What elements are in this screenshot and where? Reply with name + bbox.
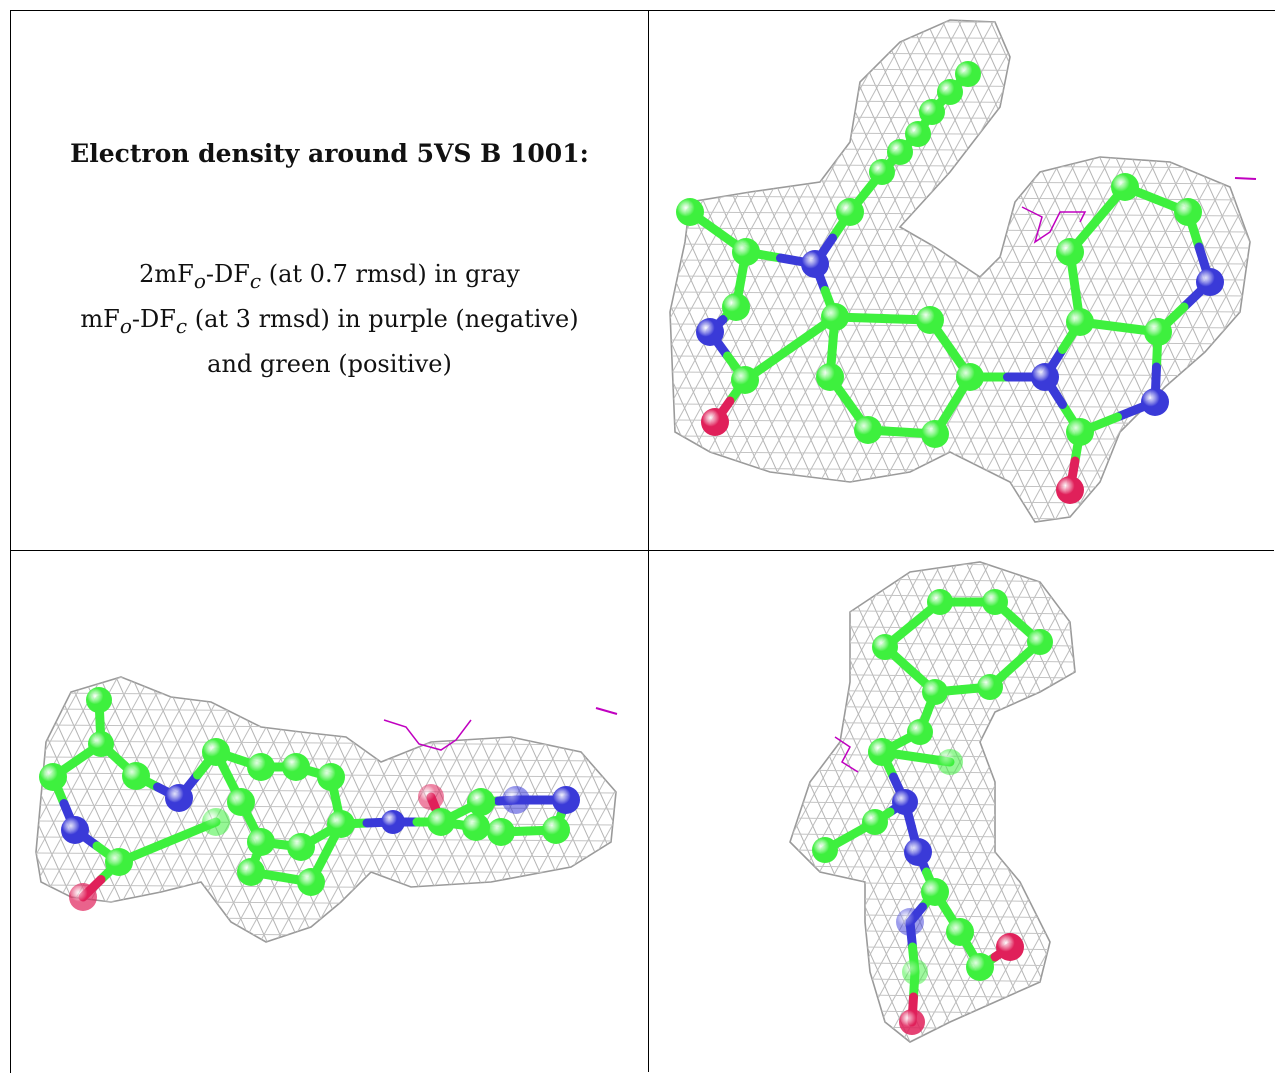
nitrogen-atom <box>696 318 724 346</box>
carbon-atom <box>39 763 67 791</box>
carbon-atom <box>956 363 984 391</box>
carbon-atom <box>1066 308 1094 336</box>
nitrogen-atom <box>165 784 193 812</box>
oxygen-atom <box>899 1009 925 1035</box>
nitrogen-atom <box>502 786 530 814</box>
nitrogen-atom <box>1031 363 1059 391</box>
oxygen-atom <box>418 784 444 810</box>
density-view-bottom-left <box>11 552 647 1072</box>
carbon-atom <box>282 753 310 781</box>
grid-divider-horizontal <box>10 550 1274 551</box>
carbon-atom <box>816 363 844 391</box>
carbon-atom <box>247 828 275 856</box>
carbon-atom <box>731 366 759 394</box>
nitrogen-atom <box>892 789 918 815</box>
nitrogen-atom <box>801 250 829 278</box>
caption-title: Electron density around 5VS B 1001: <box>11 139 648 168</box>
carbon-atom <box>1144 318 1172 346</box>
p2-mesh <box>11 677 647 942</box>
negative-density-mesh <box>1235 178 1256 179</box>
carbon-atom <box>427 808 455 836</box>
carbon-atom <box>887 139 913 165</box>
carbon-atom <box>1111 173 1139 201</box>
carbon-atom <box>732 238 760 266</box>
oxygen-atom <box>1056 476 1084 504</box>
carbon-atom <box>1027 629 1053 655</box>
carbon-atom <box>927 589 953 615</box>
carbon-atom <box>227 788 255 816</box>
nitrogen-atom <box>1141 388 1169 416</box>
carbon-atom <box>237 858 265 886</box>
carbon-atom <box>821 303 849 331</box>
carbon-atom <box>317 763 345 791</box>
oxygen-atom <box>996 933 1024 961</box>
carbon-atom <box>297 868 325 896</box>
carbon-atom <box>105 848 133 876</box>
negative-density-mesh <box>384 720 471 750</box>
carbon-atom <box>812 837 838 863</box>
nitrogen-atom <box>552 786 580 814</box>
nitrogen-atom <box>61 816 89 844</box>
density-mesh-outline <box>36 677 616 942</box>
carbon-atom <box>487 818 515 846</box>
carbon-atom <box>919 99 945 125</box>
carbon-atom <box>722 293 750 321</box>
carbon-atom <box>1066 418 1094 446</box>
negative-density-mesh <box>596 708 617 714</box>
caption-legend: 2mFo-DFc (at 0.7 rmsd) in gray mFo-DFc (… <box>11 255 648 383</box>
carbon-atom <box>966 953 994 981</box>
carbon-atom <box>1174 198 1202 226</box>
oxygen-atom <box>701 408 729 436</box>
carbon-atom <box>467 788 495 816</box>
carbon-atom <box>327 810 355 838</box>
caption-panel: Electron density around 5VS B 1001: 2mFo… <box>11 11 648 550</box>
carbon-atom <box>922 679 948 705</box>
carbon-atom <box>836 198 864 226</box>
carbon-atom <box>1056 238 1084 266</box>
density-view-top-right <box>650 12 1274 549</box>
carbon-atom <box>287 833 315 861</box>
carbon-atom <box>86 687 112 713</box>
carbon-atom <box>202 808 230 836</box>
carbon-atom <box>122 762 150 790</box>
carbon-atom <box>462 813 490 841</box>
carbon-atom <box>247 753 275 781</box>
density-mesh-grid <box>650 562 1274 1042</box>
carbon-atom <box>88 731 114 757</box>
carbon-atom <box>937 749 963 775</box>
carbon-atom <box>862 809 888 835</box>
legend-line-gray: 2mFo-DFc (at 0.7 rmsd) in gray <box>11 255 648 300</box>
carbon-atom <box>916 306 944 334</box>
carbon-atom <box>921 878 949 906</box>
carbon-atom <box>202 738 230 766</box>
legend-line-green: and green (positive) <box>11 345 648 383</box>
carbon-atom <box>868 738 896 766</box>
legend-line-purple: mFo-DFc (at 3 rmsd) in purple (negative) <box>11 300 648 345</box>
negative-density-mesh <box>1022 207 1085 242</box>
nitrogen-atom <box>381 810 405 834</box>
oxygen-atom <box>69 883 97 911</box>
carbon-atom <box>977 674 1003 700</box>
nitrogen-atom <box>896 908 924 936</box>
carbon-atom <box>542 816 570 844</box>
carbon-atom <box>907 719 933 745</box>
carbon-atom <box>937 79 963 105</box>
carbon-atom <box>902 959 928 985</box>
carbon-atom <box>854 416 882 444</box>
carbon-atom <box>869 159 895 185</box>
density-mesh-grid <box>11 677 647 942</box>
carbon-atom <box>982 589 1008 615</box>
grid-divider-vertical <box>648 10 649 1072</box>
nitrogen-atom <box>904 838 932 866</box>
carbon-atom <box>872 634 898 660</box>
nitrogen-atom <box>1196 268 1224 296</box>
carbon-atom <box>676 198 704 226</box>
carbon-atom <box>921 420 949 448</box>
density-view-bottom-right <box>650 552 1274 1072</box>
carbon-atom <box>946 918 974 946</box>
p3-mesh <box>650 562 1274 1042</box>
